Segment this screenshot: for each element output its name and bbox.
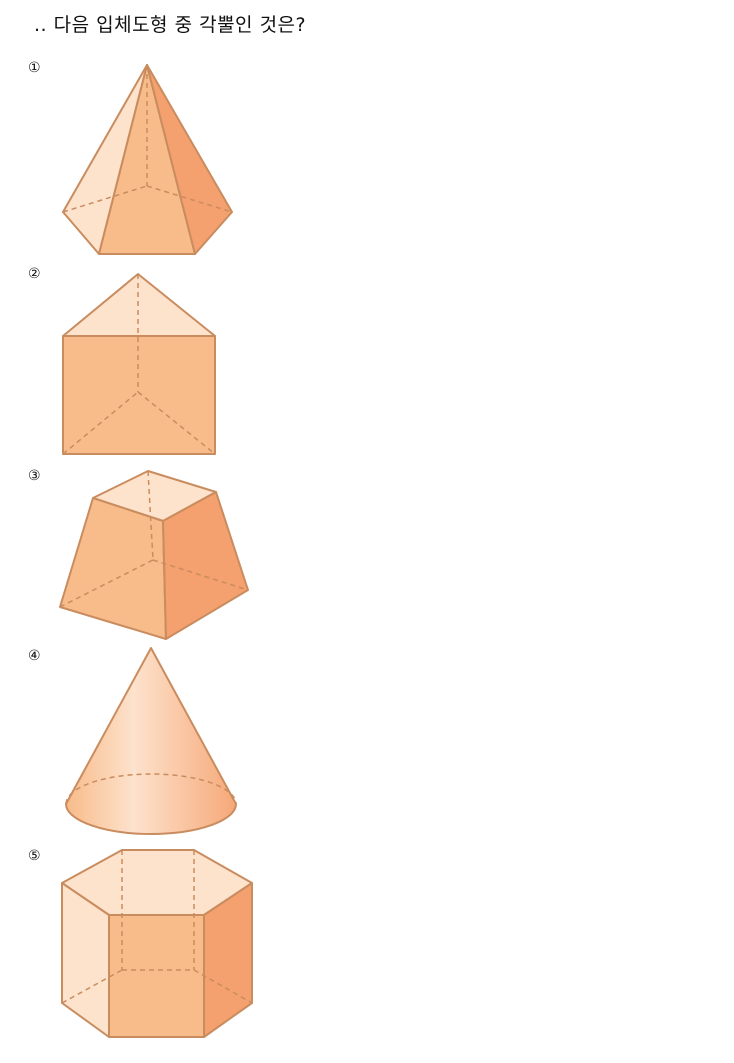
triangular-prism-icon	[62, 273, 216, 455]
option-4-figure[interactable]	[55, 642, 245, 842]
option-5-figure[interactable]	[55, 845, 260, 1043]
option-1-marker[interactable]: ①	[28, 60, 41, 76]
option-2-marker[interactable]: ②	[28, 266, 41, 282]
square-frustum-icon	[59, 470, 249, 640]
option-2-figure[interactable]	[55, 268, 225, 460]
pentagonal-pyramid-icon	[62, 64, 233, 255]
option-1-figure[interactable]	[55, 60, 245, 260]
option-3-figure[interactable]	[55, 466, 255, 646]
question-text: .. 다음 입체도형 중 각뿔인 것은?	[34, 14, 307, 36]
option-4-marker[interactable]: ④	[28, 648, 41, 664]
option-3-marker[interactable]: ③	[28, 468, 41, 484]
option-5-marker[interactable]: ⑤	[28, 848, 41, 864]
cone-icon	[65, 647, 237, 835]
hexagonal-prism-icon	[61, 849, 253, 1038]
